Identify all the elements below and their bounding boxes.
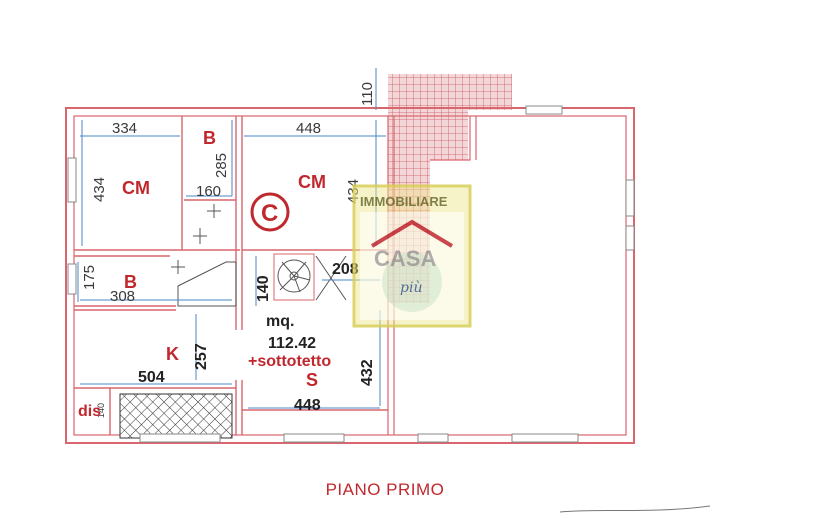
interior-walls — [74, 116, 388, 435]
watermark-brand: CASA — [374, 246, 436, 271]
room-labels: CM B CM B K S dis +sottotetto — [78, 128, 331, 420]
dim-160: 160 — [196, 183, 221, 200]
room-b-top: B — [203, 128, 216, 148]
watermark-top-text: IMMOBILIARE — [360, 194, 448, 209]
svg-text:C: C — [261, 200, 278, 227]
copyright-icon: C — [250, 192, 290, 232]
room-cm-center: CM — [298, 172, 326, 192]
room-living: S — [306, 370, 318, 390]
dim-434-left: 434 — [91, 177, 108, 202]
dimension-labels: 334 448 434 285 160 434 110 175 308 140 — [81, 82, 376, 418]
dim-308: 308 — [110, 288, 135, 305]
dim-140: 140 — [255, 275, 272, 302]
cross-marks — [171, 204, 221, 274]
stairs-ramp — [177, 255, 347, 307]
windows — [67, 105, 635, 443]
area-unit: mq. — [266, 313, 294, 330]
room-cm-left: CM — [122, 178, 150, 198]
room-kitchen: K — [166, 344, 179, 364]
dim-504: 504 — [138, 369, 165, 386]
dim-175: 175 — [81, 265, 98, 290]
dim-432: 432 — [359, 359, 376, 386]
dim-257: 257 — [193, 343, 210, 370]
bottom-scribble — [559, 505, 711, 513]
plan-title: PIANO PRIMO — [325, 480, 445, 499]
dim-285: 285 — [213, 153, 230, 178]
hatched-area — [119, 393, 233, 439]
dim-448-bottom: 448 — [294, 397, 321, 414]
dimension-lines — [77, 68, 386, 409]
dim-448-top: 448 — [296, 120, 321, 137]
watermark-script: più — [400, 280, 422, 296]
area-note: +sottotetto — [248, 353, 331, 370]
area-value: 112.42 — [268, 335, 316, 352]
dim-110: 110 — [359, 82, 376, 106]
watermark-logo: IMMOBILIARE CASA più — [352, 184, 472, 328]
room-b-left: B — [124, 272, 137, 292]
spiral-stairs — [273, 253, 315, 301]
dim-140-small: 140 — [96, 403, 106, 418]
dim-334: 334 — [112, 120, 137, 137]
bold-dimension-labels: 140 208 257 504 432 448 mq. 112.42 — [138, 261, 376, 414]
room-dis: dis — [78, 403, 101, 420]
dim-208: 208 — [332, 261, 359, 278]
